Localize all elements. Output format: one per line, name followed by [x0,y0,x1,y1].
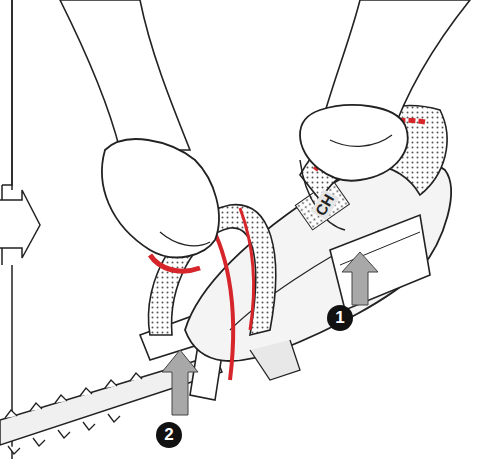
callout-number: 1 [327,305,353,331]
callout-number: 2 [156,422,182,448]
